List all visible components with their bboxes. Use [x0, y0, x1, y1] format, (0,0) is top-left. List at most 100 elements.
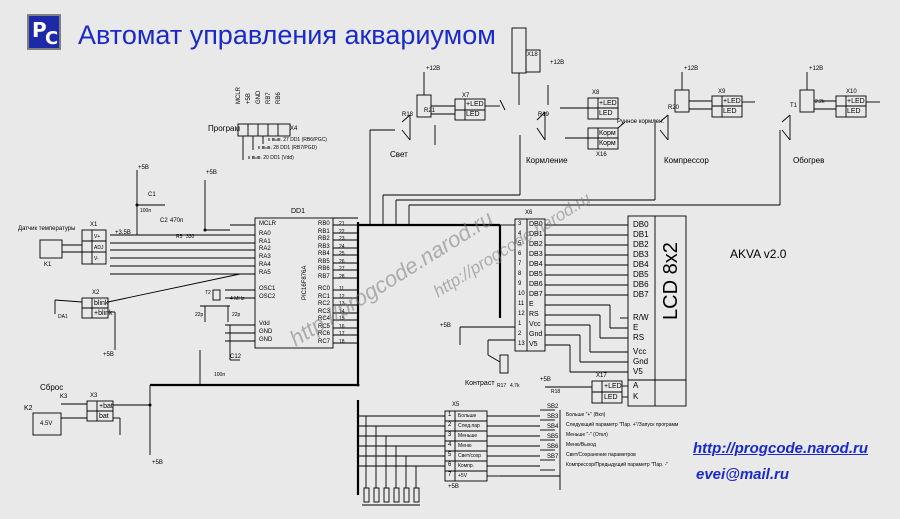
lcd-pin-e: E	[633, 323, 639, 332]
button-sb7-description: Компрессор/Предыдущий параметр "Пар. -"	[566, 462, 669, 468]
lcd-pin-db6: DB6	[633, 280, 649, 289]
x6-pin-number: 5	[518, 241, 522, 247]
x4-pin-5: RB6	[276, 92, 282, 104]
lcd-pin-db0: DB0	[633, 220, 649, 229]
v5-top2: +5B	[206, 170, 217, 176]
x6-pin-signal: Gnd	[529, 331, 543, 338]
x7-ref: X7	[462, 93, 470, 99]
mcu-pin-rb4: RB4	[318, 251, 330, 257]
r5-value: 330	[186, 234, 195, 240]
x5-pin-number: 2	[448, 422, 452, 428]
program-note-3: к выв. 20 DD1 (Vdd)	[248, 155, 294, 161]
s1-ref: K3	[60, 394, 68, 400]
reset-label: Сброс	[40, 383, 64, 392]
r22-value: 2.2k	[815, 99, 825, 105]
t1-ref: R18	[402, 112, 414, 118]
x1-ref: X1	[90, 222, 98, 228]
program-note-1: к выв. 27 DD1 (RB6/PGC)	[268, 137, 327, 143]
site-logo: P C	[27, 14, 61, 50]
x9-ref: X9	[718, 89, 726, 95]
x5-pin-signal: Компр.	[458, 463, 475, 469]
mcu-pin-rc3: RC3	[318, 309, 331, 315]
logo-letter-p: P	[32, 18, 47, 42]
lcd-pin-db7: DB7	[633, 290, 649, 299]
button-sb3-ref: SB3	[547, 414, 559, 420]
c-osc-value: 22р	[195, 312, 204, 318]
mcu-pin-number: 21	[339, 221, 345, 227]
x6-pin-signal: DB0	[529, 221, 543, 228]
x10-ref: X10	[846, 89, 857, 95]
v12-feeding: +12B	[550, 60, 565, 66]
x1-pin-1: V+	[94, 234, 101, 240]
x5-pin-number: 3	[448, 432, 452, 438]
mcu-pin-ra1: RA1	[259, 239, 271, 245]
mcu-pin-osc2: OSC2	[259, 294, 276, 300]
x3-ref: X3	[90, 393, 98, 399]
r17-value: 4.7k	[510, 383, 520, 389]
mcu-pin-vdd: Vdd	[259, 321, 270, 327]
lcd-pin-v5: V5	[633, 367, 643, 376]
x6-pin-signal: DB4	[529, 261, 543, 268]
mcu-pin-number: 15	[339, 316, 345, 322]
mcu-pin-osc1: OSC1	[259, 286, 276, 292]
x4-ref: X4	[290, 126, 298, 132]
x6-pin-number: 8	[518, 271, 522, 277]
t3-ref: R20	[668, 105, 680, 111]
x6-pin-signal: DB7	[529, 291, 543, 298]
mcu-pin-ra5: RA5	[259, 270, 271, 276]
x6-pin-number: 10	[518, 291, 525, 297]
lcd-pin-db1: DB1	[633, 230, 649, 239]
x6-pin-signal: E	[529, 301, 534, 308]
x18-ref: X18	[527, 52, 538, 58]
lcd-pin-gnd: Gnd	[633, 357, 649, 366]
x16-pin-2: Корм	[599, 140, 616, 147]
x5-pin-signal: Меню	[458, 443, 472, 449]
x8-ref: X8	[592, 90, 600, 96]
x5-pin-signal: Больше	[458, 413, 477, 419]
button-sb2-description: Больше "+" (Вкл)	[566, 412, 606, 418]
site-url-link[interactable]: http://progcode.narod.ru	[693, 440, 868, 457]
r18-ref: R18	[551, 389, 561, 395]
x5-pin-number: 1	[448, 412, 452, 418]
lcd-pin-db4: DB4	[633, 260, 649, 269]
mcu-pin-rc4: RC4	[318, 316, 331, 322]
pulldown-resistors	[362, 416, 420, 506]
email-link[interactable]: evei@mail.ru	[696, 466, 790, 483]
x6-pin-number: 2	[518, 331, 522, 337]
mcu-pin-rc7: RC7	[318, 339, 331, 345]
x6-pin-signal: DB2	[529, 241, 543, 248]
r17-ref: R17	[497, 383, 507, 389]
k1-ref: R21	[424, 108, 436, 114]
x5-pin-number: 4	[448, 442, 452, 448]
mcu-pin-ra3: RA3	[259, 254, 271, 260]
mcu-pin-rb6: RB6	[318, 266, 330, 272]
mcu-body	[254, 217, 334, 349]
button-sb5-description: Меню/Выход	[566, 442, 596, 448]
lcd-pin-rs: RS	[633, 333, 645, 342]
mcu-pin-number: 16	[339, 324, 345, 330]
mcu-pin-number: 28	[339, 274, 345, 280]
v12-light: +12B	[426, 66, 441, 72]
x17-ref: X17	[596, 373, 607, 379]
mcu-pin-rc1: RC1	[318, 294, 331, 300]
x5-pin-signal: Свет/сохр	[458, 453, 482, 459]
logo-letter-c: C	[45, 28, 59, 49]
x5-pin-number: 5	[448, 452, 452, 458]
feeding-label: Кормление	[526, 156, 568, 165]
mcu-pin-rb5: RB5	[318, 259, 330, 265]
x6-pin-number: 4	[518, 231, 522, 237]
bat-value: 4.5V	[40, 421, 53, 427]
hl1-ref: DA1	[58, 314, 68, 320]
x8-pin-1: +LED	[599, 100, 617, 107]
v12-heating: +12B	[809, 66, 824, 72]
mcu-pin-number: 18	[339, 339, 345, 345]
button-sb6-description: Свет/Сохранение параметров	[566, 452, 636, 458]
button-sb7-ref: SB7	[547, 454, 559, 460]
lcd-pin-db2: DB2	[633, 240, 649, 249]
temp-sensor-label: Датчик температуры	[18, 226, 76, 232]
x10-pin-2: LED	[847, 108, 861, 115]
x10-pin-1: +LED	[847, 98, 865, 105]
v5-top: +5B	[138, 165, 149, 171]
x2-ref: X2	[92, 290, 100, 296]
